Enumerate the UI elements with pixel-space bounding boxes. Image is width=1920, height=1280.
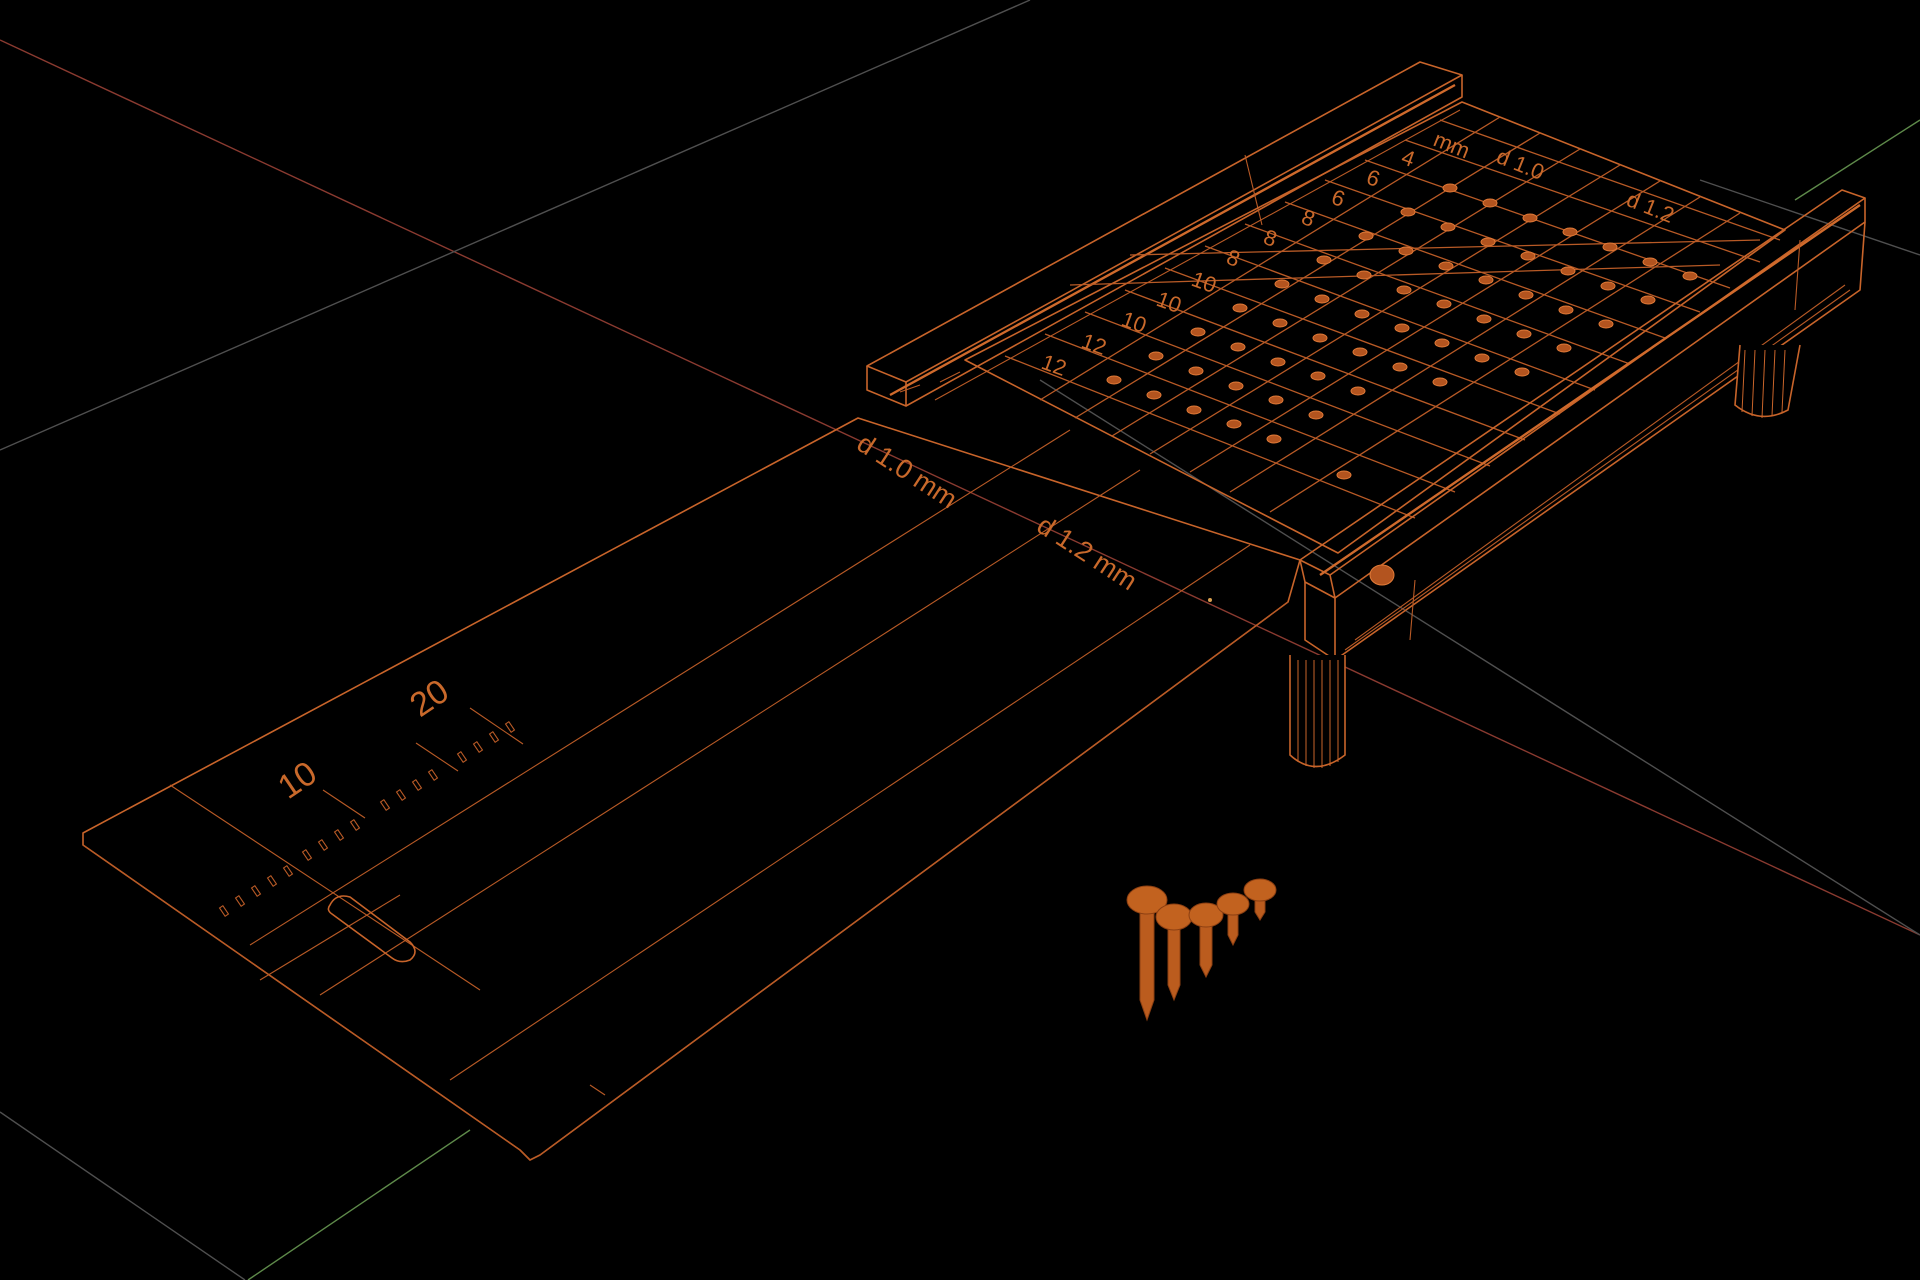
- ruler-label-10: 10: [271, 754, 324, 807]
- tray-header-d10: d 1.0: [1493, 143, 1548, 185]
- tray-row-label: 12: [1038, 349, 1070, 381]
- ground-grid-line-c: [0, 1111, 246, 1280]
- tray-left-rail: [866, 61, 1463, 407]
- tray-grid-plate[interactable]: mm d 1.0 d 1.2 4 6 6 8 8 8 10 10 10 12 1…: [964, 101, 1786, 554]
- tray-header-mm: mm: [1430, 126, 1473, 163]
- ruler-outline: [82, 417, 1301, 1161]
- screws-group: [1126, 878, 1277, 1022]
- y-axis-line-back: [1794, 119, 1920, 201]
- y-axis-line-front: [247, 1129, 471, 1280]
- ground-grid-line-b: [1039, 379, 1920, 936]
- x-axis-line: [0, 39, 1920, 936]
- ruler-cross-line-2: [589, 1084, 606, 1096]
- tray-plate-outline: [964, 101, 1786, 554]
- tray-row-label: 12: [1078, 328, 1110, 360]
- tray-row-label: 8: [1260, 224, 1280, 252]
- tray-row-label: 6: [1363, 164, 1383, 192]
- ruler-cross-line: [259, 894, 401, 981]
- ruler-divider-3: [319, 469, 1141, 996]
- tray-row-label: 6: [1328, 184, 1348, 212]
- back-leg: [1734, 344, 1801, 418]
- screw-1: [1126, 885, 1168, 1022]
- rail-knob: [1369, 564, 1395, 586]
- ruler-edge: [82, 601, 1289, 1161]
- ruler-divider-4: [449, 544, 1251, 1081]
- screw-4: [1216, 892, 1250, 947]
- gauge-hole-d12: [1208, 598, 1212, 602]
- gauge-ruler[interactable]: 10 20 d 1.0 mm d 1.2 mm: [82, 417, 1301, 1161]
- screw-5: [1243, 878, 1277, 921]
- screw-2: [1155, 903, 1193, 1002]
- ground-grid-line-d: [1699, 179, 1920, 256]
- gauge-label-d10: d 1.0 mm: [852, 428, 963, 514]
- ruler-label-20: 20: [403, 672, 456, 725]
- ground-grid-line-a: [0, 0, 1031, 451]
- tray-holes: [1106, 183, 1698, 480]
- tray-row-label: 10: [1118, 306, 1150, 338]
- front-leg: [1289, 655, 1346, 768]
- tray-legs: [1289, 344, 1801, 768]
- ruler-divider-2: [249, 429, 1071, 946]
- tray-grid-lines: [1004, 116, 1781, 519]
- ruler-slot: [327, 895, 416, 963]
- gauge-label-d12: d 1.2 mm: [1032, 510, 1143, 596]
- tray-header-d12: d 1.2: [1623, 186, 1678, 228]
- tray-row-label: 10: [1188, 266, 1220, 298]
- ruler-ticks: [218, 707, 524, 918]
- tray-row-label: 4: [1398, 144, 1418, 172]
- ruler-divider-1: [169, 784, 481, 991]
- screw-3: [1188, 902, 1224, 979]
- tray-right-rail: [1299, 189, 1866, 661]
- tray-row-label: 8: [1223, 244, 1243, 272]
